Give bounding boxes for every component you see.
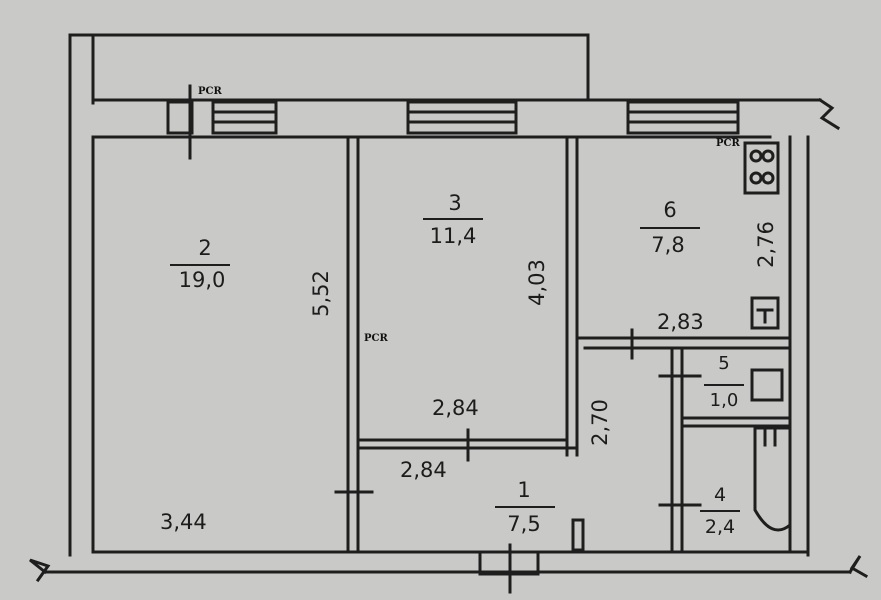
dim-room2-width: 3,44	[160, 510, 207, 534]
dim-room6-length: 2,76	[753, 221, 778, 268]
room-6-divider	[640, 227, 700, 229]
room-5-divider	[704, 384, 744, 386]
room-4-area: 2,4	[704, 516, 736, 538]
dim-room6-width: 2,83	[657, 310, 704, 334]
room-4-number: 4	[713, 484, 727, 506]
balcony-outline	[68, 33, 590, 99]
room-5-number: 5	[718, 353, 730, 374]
hall-closet-mark	[571, 518, 585, 552]
dim-hall-width: 2,84	[400, 458, 447, 482]
stove	[743, 141, 780, 195]
pcr-marker: PCR	[716, 138, 740, 149]
kitchen-sink	[750, 296, 780, 330]
wall-break-left	[29, 558, 51, 583]
room-2-divider	[170, 264, 230, 266]
room-3-number: 3	[448, 191, 462, 215]
room-5-area: 1,0	[709, 390, 739, 411]
pcr-marker: PCR	[364, 333, 388, 344]
wall-break-bottom-right	[847, 555, 869, 579]
room-6-area: 7,8	[651, 233, 685, 257]
room-4-divider	[700, 510, 740, 512]
room-1-number: 1	[517, 478, 531, 502]
room-3-area: 11,4	[429, 224, 477, 248]
dim-room3-length: 4,03	[524, 259, 549, 306]
door-balcony	[166, 100, 194, 135]
toilet	[750, 368, 784, 402]
room-2-number: 2	[198, 236, 212, 260]
dim-room3-width: 2,84	[432, 396, 479, 420]
room-2-area: 19,0	[178, 268, 226, 292]
room-1-divider	[495, 506, 555, 508]
room-6-number: 6	[663, 198, 677, 222]
room-3-divider	[423, 218, 483, 220]
pcr-marker: PCR	[198, 86, 222, 97]
window-left	[211, 100, 278, 135]
wall-break-right	[817, 97, 841, 131]
window-right	[626, 100, 740, 135]
room-1-area: 7,5	[507, 512, 541, 536]
dim-hall-length: 2,70	[587, 399, 612, 446]
dim-room2-length: 5,52	[308, 270, 333, 317]
window-middle	[406, 100, 518, 135]
bathtub	[753, 426, 792, 532]
